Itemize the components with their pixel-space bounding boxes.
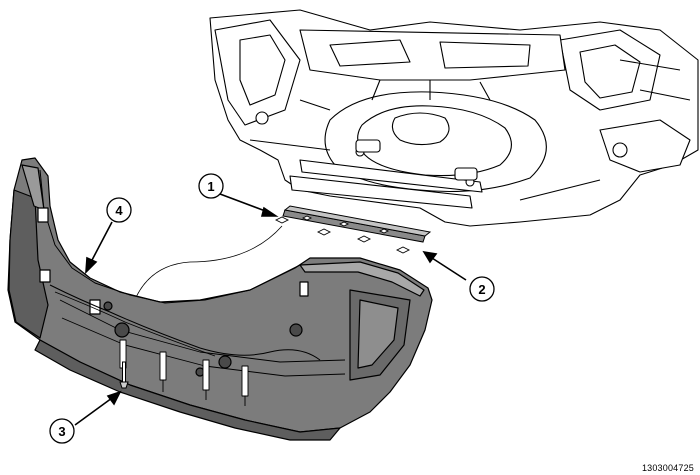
vehicle-underbody	[209, 9, 699, 227]
rear-bumper-fascia	[7, 157, 433, 441]
svg-text:2: 2	[478, 282, 485, 297]
retainer-screws	[274, 215, 411, 254]
callout-4: 4	[106, 197, 132, 223]
lower-retainer-bracket	[282, 205, 432, 243]
svg-text:3: 3	[58, 424, 65, 439]
leader-lines	[74, 193, 467, 426]
svg-text:1: 1	[207, 179, 214, 194]
callout-3: 3	[49, 418, 75, 444]
callout-2: 2	[469, 276, 495, 302]
callout-1: 1	[198, 173, 224, 199]
figure-id: 1303004725	[641, 463, 694, 473]
svg-text:4: 4	[115, 203, 123, 218]
push-pin-fastener	[119, 361, 129, 389]
